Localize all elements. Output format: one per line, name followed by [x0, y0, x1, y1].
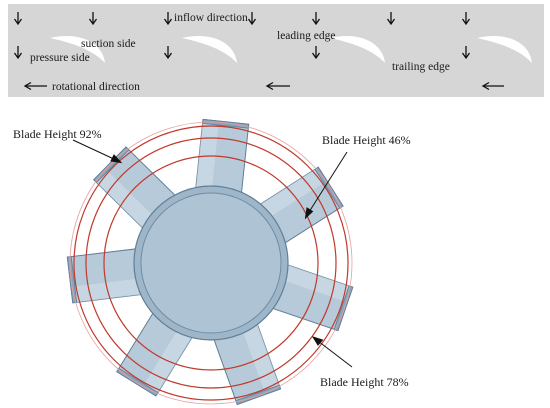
cascade-blade: [50, 35, 105, 63]
inflow-arrow-icon: [247, 12, 257, 26]
cascade-blade: [182, 35, 237, 63]
leading-edge-label: leading edge: [277, 30, 335, 42]
rotation-arrows: [23, 81, 504, 91]
blade-height-92-label: Blade Height 92%: [13, 127, 102, 141]
ring-92: [73, 125, 349, 401]
pressure-side-label: pressure side: [30, 52, 90, 64]
inflow-arrow-icon: [13, 12, 23, 26]
cascade-blade: [330, 35, 385, 63]
arrowhead-icon: [311, 336, 324, 346]
inflow-arrow-icon: [163, 12, 173, 26]
rotation-arrow-icon: [23, 81, 47, 91]
inflow-arrow-icon: [163, 46, 173, 60]
arrowhead-icon: [304, 207, 314, 220]
inflow-arrow-icon: [311, 46, 321, 60]
inflow-arrow-icon: [13, 46, 23, 60]
leader-92: [72, 139, 123, 164]
rotation-arrow-icon: [265, 81, 290, 91]
rotation-arrow-icon: [481, 81, 504, 91]
inflow-arrow-icon: [311, 12, 321, 26]
inflow-arrow-icon: [461, 46, 471, 60]
cascade-blade: [477, 35, 532, 63]
cascade-blades: [50, 35, 532, 63]
leader-78: [311, 336, 353, 368]
inflow-arrow-icon: [88, 12, 98, 26]
inflow-arrow-icon: [461, 12, 471, 26]
trailing-edge-label: trailing edge: [392, 61, 450, 73]
blade-height-78-label: Blade Height 78%: [320, 375, 409, 389]
arrowhead-icon: [110, 154, 123, 164]
rotational-direction-label: rotational direction: [52, 81, 140, 93]
ring-46: [103, 155, 319, 371]
blade-height-46-label: Blade Height 46%: [322, 133, 411, 147]
leader-46: [304, 151, 348, 220]
hub-face: [140, 192, 282, 334]
ring-78: [85, 137, 337, 389]
inflow-arrows: [13, 12, 471, 60]
suction-side-label: suction side: [81, 38, 136, 50]
ring-92-outer: [69, 121, 353, 405]
rotor-blade: [193, 118, 250, 207]
inflow-arrow-icon: [386, 12, 396, 26]
inflow-direction-label: inflow direction: [174, 12, 248, 24]
